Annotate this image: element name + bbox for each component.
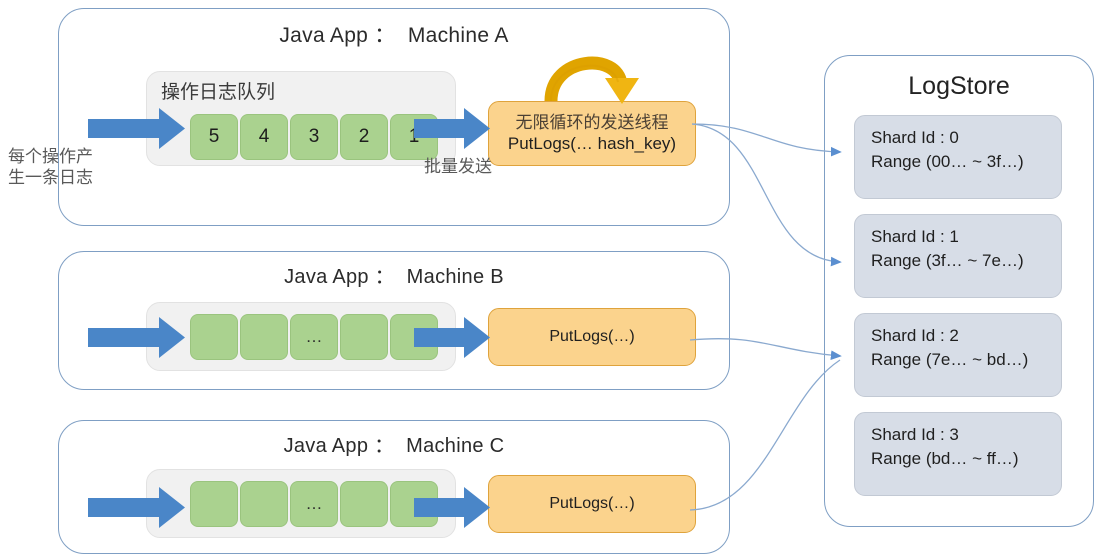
machine-panel-a: Java App ： Machine A 操作日志队列 5 4 3 2 1 无限… [58,8,730,226]
caption-per-operation-log: 每个操作产 生一条日志 [8,147,93,187]
queue-label-a: 操作日志队列 [161,82,276,103]
logstore-panel: LogStore Shard Id : 0 Range (00… ~ 3f…) … [824,55,1094,527]
shard-range-label: Range (00… ~ 3f…) [871,152,1024,172]
queue-cells-c: … [190,481,438,527]
putlogs-thread-label: 无限循环的发送线程 [515,112,669,132]
shard-id-label: Shard Id : 1 [871,227,959,246]
logstore-title: LogStore [908,72,1010,100]
putlogs-box-a[interactable]: 无限循环的发送线程 PutLogs(… hash_key) [488,101,696,166]
shard-card-2[interactable]: Shard Id : 2 Range (7e… ~ bd…) [854,313,1062,397]
machine-panel-b: Java App ： Machine B … PutLogs(…) [58,251,730,390]
machine-title-c: Java App ： Machine C [283,435,505,457]
queue-cell[interactable]: 1 [390,114,438,160]
shard-card-1[interactable]: Shard Id : 1 Range (3f… ~ 7e…) [854,214,1062,298]
queue-cell[interactable] [390,314,438,360]
queue-cell[interactable] [240,314,288,360]
log-queue-c: … [146,469,456,538]
putlogs-call-label: PutLogs(…) [549,328,635,346]
shard-id-label: Shard Id : 0 [871,128,959,147]
queue-cell[interactable]: … [290,314,338,360]
queue-cell[interactable] [390,481,438,527]
queue-cells-b: … [190,314,438,360]
shard-id-label: Shard Id : 2 [871,326,959,345]
queue-cell[interactable]: 5 [190,114,238,160]
shard-range-label: Range (3f… ~ 7e…) [871,251,1024,271]
queue-cell[interactable]: 2 [340,114,388,160]
queue-cell[interactable] [190,481,238,527]
putlogs-call-label: PutLogs(…) [549,495,635,513]
queue-cell[interactable] [340,481,388,527]
queue-cell[interactable] [190,314,238,360]
shard-range-label: Range (7e… ~ bd…) [871,350,1029,370]
machine-panel-c: Java App ： Machine C … PutLogs(…) [58,420,730,554]
shard-id-label: Shard Id : 3 [871,425,959,444]
log-queue-b: … [146,302,456,371]
putlogs-box-c[interactable]: PutLogs(…) [488,475,696,533]
queue-cell[interactable]: … [290,481,338,527]
queue-cells-a: 5 4 3 2 1 [190,114,438,160]
shard-range-label: Range (bd… ~ ff…) [871,449,1019,469]
machine-title-a: Java App ： Machine A [279,24,509,47]
queue-cell[interactable] [240,481,288,527]
shard-card-3[interactable]: Shard Id : 3 Range (bd… ~ ff…) [854,412,1062,496]
log-queue-a: 操作日志队列 5 4 3 2 1 [146,71,456,166]
queue-cell[interactable]: 3 [290,114,338,160]
caption-batch-send: 批量发送 [424,157,492,176]
queue-cell[interactable]: 4 [240,114,288,160]
shard-card-0[interactable]: Shard Id : 0 Range (00… ~ 3f…) [854,115,1062,199]
machine-title-b: Java App ： Machine B [284,266,504,288]
queue-cell[interactable] [340,314,388,360]
putlogs-box-b[interactable]: PutLogs(…) [488,308,696,366]
putlogs-call-label: PutLogs(… hash_key) [507,133,677,153]
